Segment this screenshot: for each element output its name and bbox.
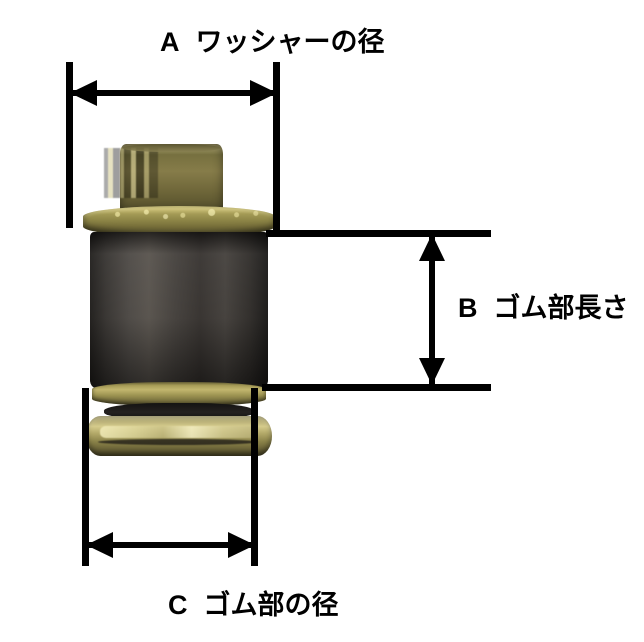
dimension-b-text: ゴム部長さ (493, 293, 629, 324)
dimension-c-label: C ゴム部の径 (168, 590, 339, 621)
dimension-a-letter: A (160, 27, 180, 57)
hex-nut-top-edge (122, 144, 221, 152)
hex-nut-flutes (104, 148, 158, 198)
dimension-c-letter: C (168, 590, 188, 620)
dimension-b-label: B ゴム部長さ (458, 293, 629, 324)
dimension-c-witness-line-right (251, 388, 258, 566)
dimension-b-arrowhead-bottom (419, 358, 445, 385)
dimension-b-witness-line-top (266, 230, 491, 237)
dimension-c-witness-line-left (82, 388, 89, 566)
dimension-b-arrowhead-top (419, 234, 445, 261)
dimension-a-arrowhead-left (70, 80, 97, 106)
dimension-c-arrowhead-left (86, 532, 113, 558)
dimension-a-witness-line-left (66, 62, 73, 228)
bottom-washer-shadow (98, 439, 258, 445)
product-photo-rubber-bushing (78, 138, 278, 468)
dimension-a-arrowhead-right (250, 80, 277, 106)
dimension-a-label: A ワッシャーの径 (160, 27, 385, 58)
dimension-a-witness-line-right (273, 62, 280, 235)
dimension-b-witness-line-bottom (262, 384, 491, 391)
dimension-c-arrowhead-right (228, 532, 255, 558)
dimension-b-arrow-shaft (429, 236, 435, 388)
dimension-a-text: ワッシャーの径 (195, 27, 385, 58)
dimension-b-letter: B (458, 293, 478, 323)
bottom-washer-highlight (100, 426, 258, 438)
dimension-a-arrow-shaft (72, 90, 278, 96)
dimension-c-arrow-shaft (88, 542, 256, 548)
lower-washer-part (92, 382, 266, 406)
rubber-body-highlight (90, 232, 268, 388)
top-washer-texture (83, 206, 275, 222)
washer-gap-recess (104, 403, 254, 420)
dimension-c-text: ゴム部の径 (203, 590, 339, 621)
